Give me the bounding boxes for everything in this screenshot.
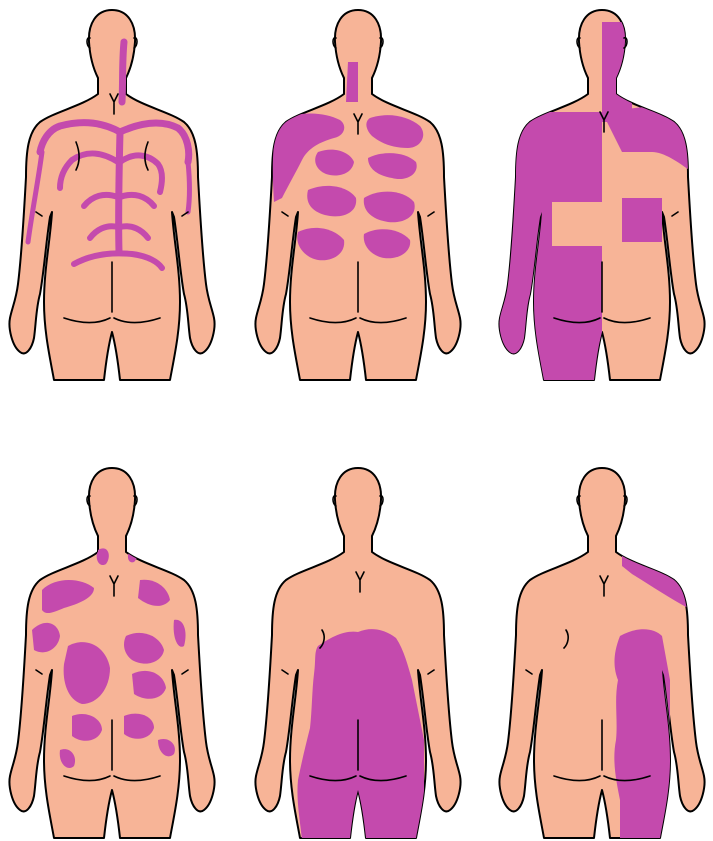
body-figure-2 bbox=[248, 2, 468, 382]
pattern-lateral bbox=[297, 629, 424, 840]
body-figure-3 bbox=[492, 2, 712, 382]
body-figure-6 bbox=[492, 460, 712, 840]
body-diagram-3 bbox=[492, 2, 712, 382]
body-diagram-2 bbox=[248, 2, 468, 382]
body-diagram-4 bbox=[2, 460, 222, 840]
body-outline bbox=[9, 468, 214, 838]
body-diagram-5 bbox=[248, 460, 468, 840]
body-outline bbox=[499, 468, 704, 838]
body-figure-5 bbox=[248, 460, 468, 840]
body-figure-4 bbox=[2, 460, 222, 840]
body-diagram-1 bbox=[2, 2, 222, 382]
body-diagram-6 bbox=[492, 460, 712, 840]
body-figure-1 bbox=[2, 2, 222, 382]
